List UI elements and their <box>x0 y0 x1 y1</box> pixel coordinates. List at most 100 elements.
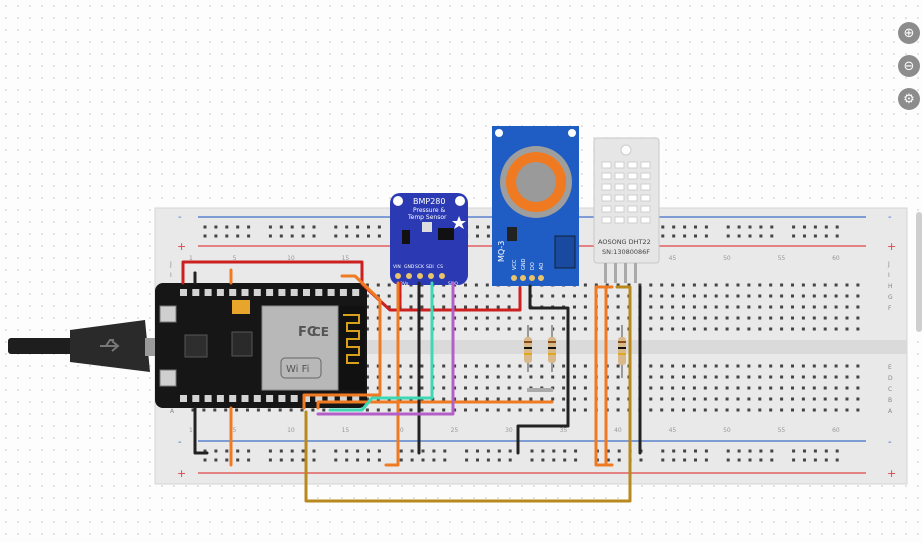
resistor-1[interactable] <box>524 325 532 372</box>
breadboard-hole[interactable] <box>518 397 522 401</box>
breadboard-hole[interactable] <box>682 294 685 298</box>
breadboard-hole[interactable] <box>507 375 511 379</box>
wire-purple-bmp-sdi[interactable] <box>316 281 455 416</box>
breadboard-hole[interactable] <box>464 283 467 287</box>
breadboard-hole[interactable] <box>485 316 489 320</box>
bmp280-pin[interactable] <box>417 273 423 279</box>
header-pin[interactable] <box>229 395 237 402</box>
breadboard-hole[interactable] <box>334 225 338 229</box>
breadboard-hole[interactable] <box>552 449 556 453</box>
breadboard-hole[interactable] <box>671 408 675 412</box>
breadboard-hole[interactable] <box>453 294 457 298</box>
breadboard-hole[interactable] <box>769 327 773 331</box>
breadboard-hole[interactable] <box>791 386 794 390</box>
breadboard-hole[interactable] <box>616 305 620 309</box>
header-pin[interactable] <box>253 289 261 296</box>
breadboard-hole[interactable] <box>649 408 653 412</box>
breadboard-hole[interactable] <box>540 364 544 368</box>
breadboard-hole[interactable] <box>409 305 413 309</box>
breadboard-hole[interactable] <box>834 364 838 368</box>
breadboard-hole[interactable] <box>769 364 773 368</box>
dht22-sensor[interactable]: AOSONG DHT22 SN:13080086F <box>593 137 660 283</box>
flash-button[interactable] <box>159 305 177 323</box>
breadboard-hole[interactable] <box>703 408 707 412</box>
breadboard-hole[interactable] <box>736 327 740 331</box>
header-pin[interactable] <box>192 395 200 402</box>
breadboard-hole[interactable] <box>616 386 620 390</box>
breadboard-hole[interactable] <box>453 364 457 368</box>
breadboard-hole[interactable] <box>791 364 794 368</box>
breadboard-hole[interactable] <box>845 305 849 309</box>
breadboard-hole[interactable] <box>758 364 762 368</box>
breadboard-hole[interactable] <box>442 397 446 401</box>
breadboard-hole[interactable] <box>780 408 784 412</box>
breadboard-hole[interactable] <box>420 408 424 412</box>
breadboard-hole[interactable] <box>714 305 718 309</box>
breadboard-hole[interactable] <box>671 375 675 379</box>
breadboard-hole[interactable] <box>801 316 805 320</box>
breadboard-hole[interactable] <box>770 458 774 462</box>
breadboard-hole[interactable] <box>202 408 206 412</box>
breadboard-hole[interactable] <box>824 449 828 453</box>
breadboard-hole[interactable] <box>474 386 478 390</box>
breadboard-hole[interactable] <box>583 397 587 401</box>
breadboard-hole[interactable] <box>649 386 653 390</box>
breadboard-hole[interactable] <box>398 316 402 320</box>
bmp280-pin[interactable] <box>395 273 401 279</box>
breadboard-hole[interactable] <box>508 449 512 453</box>
breadboard-hole[interactable] <box>203 234 207 238</box>
breadboard-hole[interactable] <box>758 327 762 331</box>
breadboard-hole[interactable] <box>562 408 566 412</box>
breadboard-hole[interactable] <box>692 305 696 309</box>
breadboard-hole[interactable] <box>791 305 794 309</box>
breadboard-hole[interactable] <box>410 458 414 462</box>
breadboard-hole[interactable] <box>279 234 283 238</box>
breadboard-hole[interactable] <box>834 375 838 379</box>
breadboard-hole[interactable] <box>432 458 436 462</box>
breadboard-hole[interactable] <box>792 234 796 238</box>
usb-cable[interactable] <box>8 320 165 372</box>
breadboard-hole[interactable] <box>759 225 763 229</box>
header-pin[interactable] <box>192 289 200 296</box>
breadboard-hole[interactable] <box>573 327 576 331</box>
breadboard-hole[interactable] <box>801 364 805 368</box>
breadboard-hole[interactable] <box>476 458 479 462</box>
breadboard-hole[interactable] <box>801 327 805 331</box>
breadboard-hole[interactable] <box>737 225 741 229</box>
breadboard-hole[interactable] <box>540 327 544 331</box>
breadboard-hole[interactable] <box>704 225 708 229</box>
breadboard-hole[interactable] <box>312 449 316 453</box>
breadboard-hole[interactable] <box>823 327 827 331</box>
breadboard-hole[interactable] <box>376 386 380 390</box>
breadboard-hole[interactable] <box>682 397 685 401</box>
breadboard-hole[interactable] <box>726 225 730 229</box>
breadboard-hole[interactable] <box>486 225 490 229</box>
breadboard-hole[interactable] <box>682 283 685 287</box>
breadboard-hole[interactable] <box>225 225 229 229</box>
breadboard-hole[interactable] <box>376 316 380 320</box>
breadboard-hole[interactable] <box>823 364 827 368</box>
header-pin[interactable] <box>241 289 249 296</box>
breadboard-hole[interactable] <box>638 283 642 287</box>
mq3-potentiometer[interactable] <box>554 235 576 269</box>
breadboard-hole[interactable] <box>824 458 828 462</box>
breadboard-hole[interactable] <box>574 449 578 453</box>
breadboard-hole[interactable] <box>268 449 272 453</box>
breadboard-hole[interactable] <box>464 305 467 309</box>
breadboard-hole[interactable] <box>476 225 479 229</box>
breadboard-hole[interactable] <box>485 305 489 309</box>
breadboard-hole[interactable] <box>387 375 391 379</box>
breadboard-hole[interactable] <box>289 408 293 412</box>
breadboard-hole[interactable] <box>409 294 413 298</box>
breadboard-hole[interactable] <box>421 458 425 462</box>
breadboard-hole[interactable] <box>780 283 784 287</box>
breadboard-hole[interactable] <box>518 375 522 379</box>
breadboard-hole[interactable] <box>824 225 828 229</box>
breadboard-hole[interactable] <box>236 449 240 453</box>
header-pin[interactable] <box>204 395 212 402</box>
header-pin[interactable] <box>315 395 323 402</box>
breadboard-hole[interactable] <box>573 364 576 368</box>
breadboard-hole[interactable] <box>474 364 478 368</box>
breadboard-hole[interactable] <box>661 449 665 453</box>
